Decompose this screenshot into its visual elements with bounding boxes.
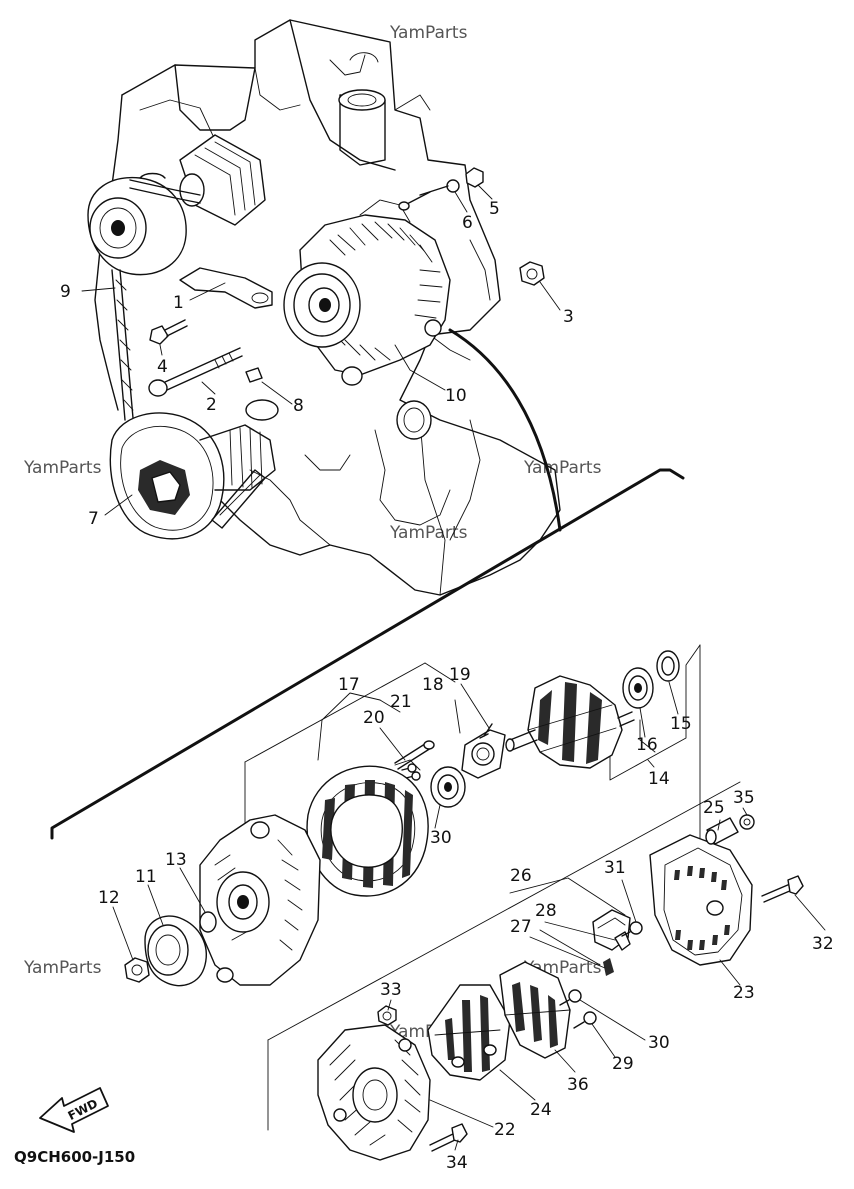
callout-9: 9 bbox=[60, 282, 71, 302]
bushing-25 bbox=[705, 817, 739, 845]
callout-36: 36 bbox=[567, 1075, 589, 1095]
callout-30-upper: 30 bbox=[430, 828, 452, 848]
callout-35: 35 bbox=[733, 788, 755, 808]
callout-25: 25 bbox=[703, 798, 725, 818]
callout-26: 26 bbox=[510, 866, 532, 886]
rectifier bbox=[427, 984, 511, 1081]
callout-3: 3 bbox=[563, 307, 574, 327]
callout-5: 5 bbox=[489, 199, 500, 219]
bolt-32 bbox=[761, 875, 804, 903]
callout-13: 13 bbox=[165, 850, 187, 870]
callout-19: 19 bbox=[449, 665, 471, 685]
callout-34: 34 bbox=[446, 1153, 468, 1173]
callout-8: 8 bbox=[293, 396, 304, 416]
rotor bbox=[505, 675, 635, 769]
callout-14: 14 bbox=[648, 769, 670, 789]
callout-31: 31 bbox=[604, 858, 626, 878]
callout-11: 11 bbox=[135, 867, 157, 887]
spacer-13 bbox=[199, 911, 217, 933]
bearing-16 bbox=[622, 667, 654, 709]
callout-27: 27 bbox=[510, 917, 532, 937]
regulator bbox=[499, 961, 571, 1059]
callout-numbers: 1 2 3 4 5 6 7 8 9 10 11 12 13 14 15 16 1… bbox=[60, 199, 834, 1173]
leader-lines bbox=[81, 184, 826, 1151]
watermark-center: YamParts bbox=[390, 523, 468, 543]
upper-fasteners bbox=[148, 167, 545, 397]
callout-7: 7 bbox=[88, 509, 99, 529]
section-divider bbox=[50, 468, 685, 840]
callout-12: 12 bbox=[98, 888, 120, 908]
callout-21: 21 bbox=[390, 692, 412, 712]
stator bbox=[306, 759, 429, 897]
callout-15: 15 bbox=[670, 714, 692, 734]
brush-holder bbox=[592, 909, 631, 976]
nut-35 bbox=[739, 814, 755, 830]
callout-18: 18 bbox=[422, 675, 444, 695]
front-housing bbox=[199, 814, 321, 986]
callout-4: 4 bbox=[157, 357, 168, 377]
callout-1: 1 bbox=[173, 293, 184, 313]
watermark-top: YamParts bbox=[390, 23, 468, 43]
watermark-left-upper: YamParts bbox=[24, 458, 102, 478]
callout-10: 10 bbox=[445, 386, 467, 406]
callout-2: 2 bbox=[206, 395, 217, 415]
bolt-34 bbox=[429, 1123, 468, 1152]
rear-cover bbox=[649, 834, 753, 966]
nut-33 bbox=[377, 1005, 397, 1026]
callout-24: 24 bbox=[530, 1100, 552, 1120]
alternator-pulley bbox=[144, 915, 207, 987]
callout-22: 22 bbox=[494, 1120, 516, 1140]
adjusting-bracket bbox=[179, 267, 273, 309]
screw-29 bbox=[573, 1011, 597, 1029]
pulley-nut bbox=[124, 957, 150, 983]
callout-32: 32 bbox=[812, 934, 834, 954]
crankshaft-pulley bbox=[109, 399, 279, 540]
callout-29: 29 bbox=[612, 1054, 634, 1074]
screw-30-lower bbox=[559, 989, 582, 1006]
curved-leader bbox=[448, 328, 562, 532]
seal-ring-15 bbox=[656, 650, 680, 682]
starter-motor bbox=[179, 134, 266, 226]
bearing-30-upper bbox=[430, 766, 466, 808]
bearing-retainer-plate bbox=[461, 729, 506, 779]
callout-17: 17 bbox=[338, 675, 360, 695]
alternator-assembly bbox=[283, 191, 451, 386]
diagram-code: Q9CH600-J150 bbox=[14, 1148, 136, 1166]
callout-6: 6 bbox=[462, 213, 473, 233]
through-bolt-20 bbox=[394, 740, 435, 770]
callout-33: 33 bbox=[380, 980, 402, 1000]
screw-19 bbox=[483, 723, 493, 737]
grouping-lines bbox=[244, 644, 741, 1131]
engine-block bbox=[94, 19, 561, 596]
v-belt bbox=[111, 179, 201, 421]
callout-20: 20 bbox=[363, 708, 385, 728]
callout-30-lower: 30 bbox=[648, 1033, 670, 1053]
rear-housing bbox=[317, 1024, 431, 1161]
callout-23: 23 bbox=[733, 983, 755, 1003]
water-pump-pulley bbox=[87, 172, 187, 276]
callout-28: 28 bbox=[535, 901, 557, 921]
fwd-arrow-icon: FWD bbox=[39, 1087, 109, 1133]
callout-16: 16 bbox=[636, 735, 658, 755]
watermark-left-lower: YamParts bbox=[24, 958, 102, 978]
